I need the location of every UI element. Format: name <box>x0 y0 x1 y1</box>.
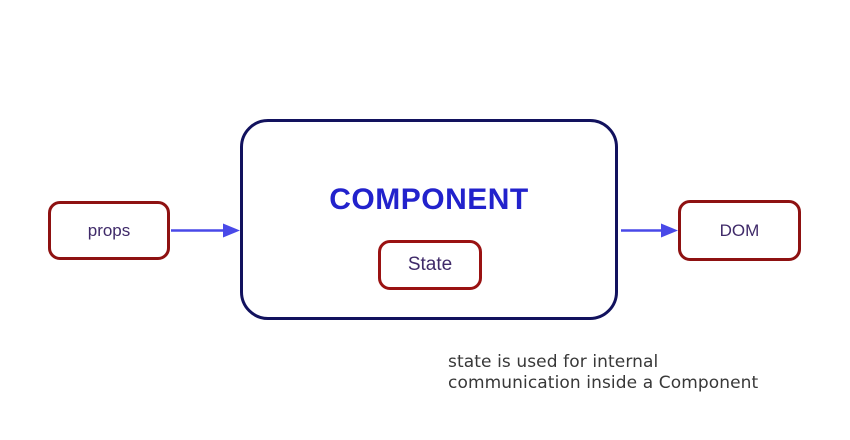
arrow-props-to-component-icon <box>171 223 240 238</box>
caption: state is used for internal communication… <box>448 352 758 394</box>
state-box: State <box>378 240 482 290</box>
props-label: props <box>87 220 131 240</box>
caption-line1: state is used for internal <box>448 352 659 372</box>
arrow-component-to-dom-icon <box>621 223 678 238</box>
dom-box: DOM <box>678 200 801 261</box>
props-box: props <box>48 201 170 260</box>
component-title: COMPONENT <box>329 183 529 216</box>
caption-line2: communication inside a Component <box>448 373 759 393</box>
state-label: State <box>407 254 453 275</box>
component-box: COMPONENT State <box>240 119 618 320</box>
dom-label: DOM <box>719 220 760 240</box>
